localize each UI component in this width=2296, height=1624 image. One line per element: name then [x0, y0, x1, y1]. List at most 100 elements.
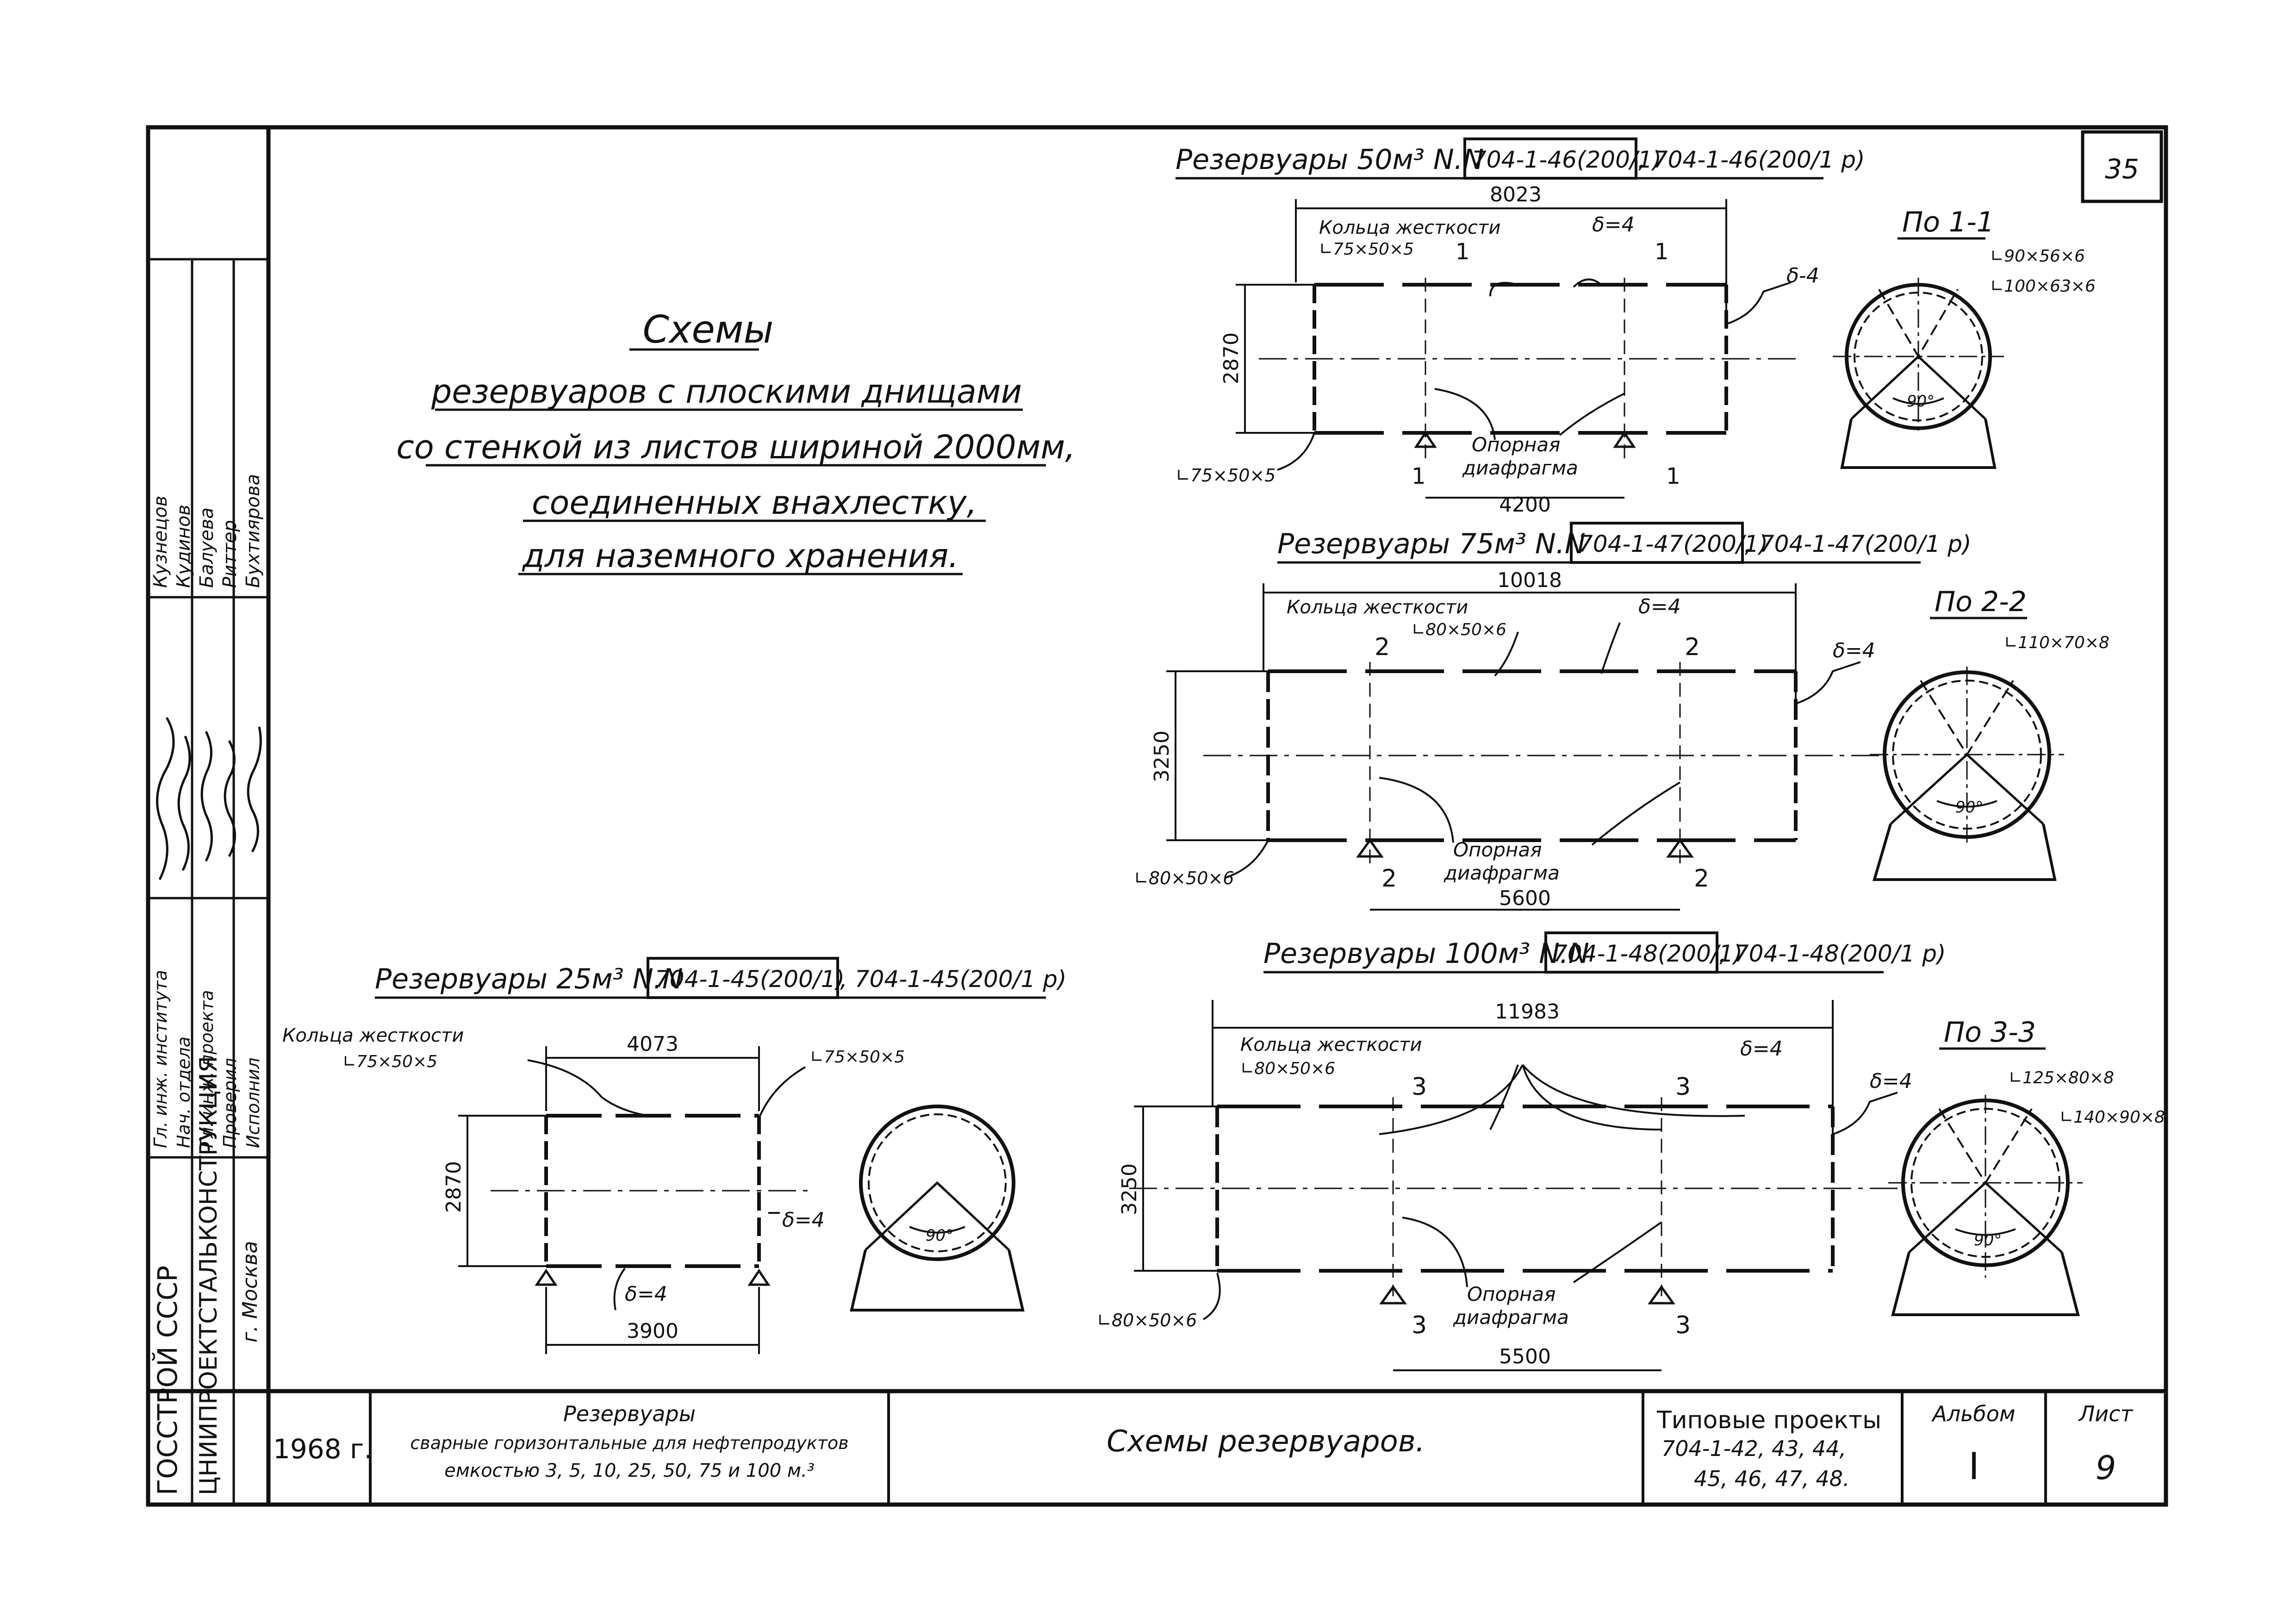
- tank-50-support-angle: 90°: [1907, 392, 1935, 411]
- tank-25-project-alt: , 704-1-45(200/1 р): [840, 966, 1066, 993]
- tank-75-support-angle: 90°: [1955, 798, 1983, 817]
- left-stamp-strip: [148, 258, 268, 1505]
- tank-100-cut-mark-2: 3: [1675, 1073, 1691, 1101]
- tank-50-bottom-angle: ∟75×50×5: [1176, 465, 1276, 486]
- sheet-frame: [146, 125, 2168, 1507]
- tank-100-shell: [1129, 1064, 1898, 1296]
- tank-50-diaphragm-1: Опорная: [1472, 433, 1560, 456]
- org-city: г. Москва: [238, 1241, 262, 1343]
- tank-75-section-angle-1: ∟110×70×8: [2004, 633, 2109, 652]
- tank-100-bottom-angle: ∟80×50×6: [1097, 1310, 1197, 1330]
- tank-25-ring-angle: ∟75×50×5: [342, 1052, 437, 1071]
- tank-100-cut-mark-1: 3: [1412, 1073, 1427, 1101]
- tank-100-delta-side: δ=4: [1870, 1069, 1912, 1093]
- tank-25-delta-side: δ=4: [782, 1208, 825, 1232]
- tank-100-length: 11983: [1495, 1000, 1560, 1024]
- tank-75-bottom-angle: ∟80×50×6: [1134, 868, 1234, 888]
- main-title-line-3: соединенных внахлестку,: [532, 484, 977, 522]
- title-sheet-title: Схемы резервуаров.: [1107, 1424, 1425, 1459]
- stamp-name-4: Риттер: [219, 520, 241, 588]
- tank-50-cut-mark-3: 1: [1412, 463, 1426, 489]
- tank-50-ring-label: Кольца жесткости: [1319, 217, 1500, 238]
- tank-75-section: По 2-2 ∟110×70×8 90°: [1870, 586, 2109, 881]
- title-desc-line-1: сварные горизонтальные для нефтепродукто…: [410, 1433, 848, 1453]
- tank-75-cut-mark-3: 2: [1381, 865, 1397, 893]
- sheet-number-box: 35: [2081, 130, 2163, 203]
- tank-100-cut-mark-3: 3: [1412, 1312, 1427, 1339]
- tank-75-diameter: 3250: [1150, 731, 1174, 782]
- tank-25-right-angle: ∟75×50×5: [810, 1048, 905, 1067]
- title-desc-line-2: емкостью 3, 5, 10, 25, 50, 75 и 100 м.³: [444, 1460, 815, 1481]
- tank-100-group: Резервуары 100м³ N.N 704-1-48(200/1) , 7…: [1097, 931, 2165, 1371]
- tank-75-project-alt: , 704-1-47(200/1 р): [1745, 531, 1971, 557]
- tank-75-cut-mark-4: 2: [1694, 865, 1709, 893]
- stamp-role-5: Исполнил: [243, 1057, 263, 1148]
- stamp-name-1: Кузнецов: [150, 496, 171, 588]
- tank-100-project-code: 704-1-48(200/1): [1553, 940, 1742, 967]
- sheet-number: 35: [2105, 153, 2139, 185]
- tank-50-length: 8023: [1490, 183, 1542, 206]
- tank-50-shell: [1259, 278, 1796, 458]
- tank-50-diameter: 2870: [1220, 332, 1243, 384]
- stamp-role-2: Нач. отдела: [174, 1037, 194, 1148]
- tank-75-diaphragm-1: Опорная: [1453, 838, 1542, 861]
- tank-75-diaphragm-2: диафрагма: [1444, 862, 1560, 884]
- tank-100-support-span: 5500: [1499, 1345, 1551, 1368]
- tank-25-ring-label: Кольца жесткости: [282, 1025, 464, 1046]
- tank-100-support-angle: 90°: [1974, 1231, 2002, 1249]
- title-album-label: Альбом: [1931, 1401, 2015, 1426]
- tank-25-section: [850, 1105, 1025, 1312]
- tank-75-project-code: 704-1-47(200/1): [1578, 531, 1768, 557]
- tank-50-delta-side: δ-4: [1786, 264, 1819, 287]
- tank-100-diaphragm-2: диафрагма: [1453, 1306, 1569, 1329]
- tank-25-length: 4073: [627, 1032, 678, 1056]
- tank-100-delta-top: δ=4: [1740, 1037, 1783, 1061]
- tank-50-section-title: По 1-1: [1902, 206, 1994, 238]
- tank-100-diaphragm-1: Опорная: [1467, 1283, 1556, 1305]
- stamp-names: Кузнецов Кудинов Балуева Риттер Бухтияро…: [150, 474, 264, 588]
- tank-25-diameter: 2870: [442, 1161, 466, 1213]
- tank-25-title: Резервуары 25м³ N.N: [375, 963, 683, 995]
- title-sheet-value: 9: [2096, 1449, 2116, 1487]
- title-sheet-label: Лист: [2078, 1401, 2134, 1426]
- tank-25-project-code: 704-1-45(200/1): [655, 966, 845, 993]
- tank-75-cut-mark-1: 2: [1375, 633, 1390, 661]
- main-title-line-2: со стенкой из листов шириной 2000мм,: [396, 428, 1075, 466]
- title-projects-label: Типовые проекты: [1656, 1406, 1881, 1434]
- tank-50-cut-mark-4: 1: [1666, 463, 1680, 489]
- tank-50-group: Резервуары 50м³ N.N 704-1-46(200/1) , 70…: [1176, 137, 2096, 517]
- tank-75-delta-top: δ=4: [1638, 595, 1681, 618]
- stamp-organization: ГОССТРОЙ СССР ЦНИИПРОЕКТСТАЛЬКОНСТРУКЦИЯ…: [151, 1056, 262, 1495]
- tank-25-shell: [491, 1059, 815, 1268]
- org-institute: ЦНИИПРОЕКТСТАЛЬКОНСТРУКЦИЯ: [195, 1056, 223, 1495]
- tank-75-cut-mark-2: 2: [1685, 633, 1700, 661]
- main-title-line-1: резервуаров с плоскими днищами: [431, 373, 1022, 411]
- stamp-signatures: [156, 717, 262, 881]
- tank-75-section-title: По 2-2: [1935, 586, 2027, 618]
- tank-75-shell: [1203, 622, 1879, 866]
- tank-50-delta-top: δ=4: [1592, 213, 1635, 237]
- tank-100-section-title: По 3-3: [1944, 1016, 2036, 1049]
- tank-100-cut-mark-4: 3: [1675, 1312, 1691, 1339]
- tank-100-title: Резервуары 100м³ N.N: [1263, 937, 1589, 970]
- tank-25-support-span: 3900: [627, 1319, 678, 1343]
- tank-25-group: Резервуары 25м³ N.N 704-1-45(200/1) , 70…: [282, 957, 1066, 1354]
- tank-75-length: 10018: [1497, 568, 1562, 592]
- tank-75-support-span: 5600: [1499, 887, 1551, 910]
- stamp-name-3: Балуева: [196, 507, 218, 588]
- title-album-value: I: [1968, 1445, 1979, 1488]
- main-title-heading: Схемы: [643, 308, 774, 352]
- tank-100-project-alt: , 704-1-48(200/1 р): [1719, 940, 1946, 967]
- main-title: Схемы резервуаров с плоскими днищами со …: [396, 308, 1075, 575]
- tank-50-section-angle-2: ∟100×63×6: [1990, 277, 2096, 296]
- tank-50-cut-mark-1: 1: [1456, 239, 1470, 265]
- title-desc-title: Резервуары: [563, 1401, 696, 1426]
- main-title-line-4: для наземного хранения.: [522, 537, 959, 575]
- tank-25-delta-bottom: δ=4: [625, 1282, 667, 1306]
- tank-75-ring-angle: ∟80×50×6: [1412, 620, 1506, 639]
- tank-100-section-angle-2: ∟140×90×8: [2060, 1108, 2165, 1127]
- stamp-name-5: Бухтиярова: [243, 474, 264, 588]
- stamp-role-3: Гл. инж. проекта: [197, 990, 217, 1148]
- tank-100-ring-label: Кольца жесткости: [1240, 1034, 1422, 1056]
